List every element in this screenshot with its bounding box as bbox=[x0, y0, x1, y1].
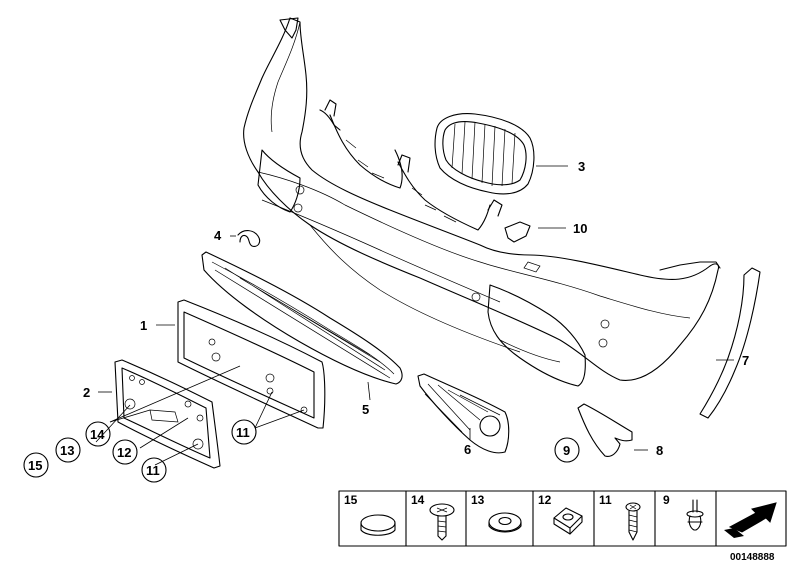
callout-7: 7 bbox=[742, 353, 749, 368]
plate-bracket bbox=[177, 299, 326, 429]
clip-part bbox=[237, 230, 261, 247]
callout-14: 13 bbox=[60, 443, 74, 458]
side-trim-strip bbox=[699, 267, 761, 419]
callouts: 3 10 4 1 2 5 6 7 8 11 14 12 13 15 11 9 bbox=[23, 159, 749, 483]
callout-12: 12 bbox=[117, 445, 131, 460]
bumper-cover bbox=[243, 17, 721, 387]
callout-15: 15 bbox=[28, 458, 42, 473]
tow-hook-cap bbox=[504, 221, 531, 243]
callout-3: 3 bbox=[578, 159, 585, 174]
direction-arrow-icon bbox=[724, 502, 777, 538]
kidney-grille bbox=[434, 113, 535, 195]
callout-11-upper: 11 bbox=[236, 425, 250, 440]
callout-5: 5 bbox=[362, 402, 369, 417]
plate-base bbox=[114, 359, 221, 469]
legend-label-15: 15 bbox=[344, 493, 358, 507]
legend-label-9: 9 bbox=[663, 493, 670, 507]
callout-6: 6 bbox=[464, 442, 471, 457]
legend-label-13: 13 bbox=[471, 493, 485, 507]
legend-label-14: 14 bbox=[411, 493, 425, 507]
fog-grille bbox=[417, 373, 510, 454]
callout-10: 10 bbox=[573, 221, 587, 236]
clip-icon bbox=[686, 499, 704, 531]
callout-8: 8 bbox=[656, 443, 663, 458]
square-nut-icon bbox=[553, 507, 583, 535]
washer-icon bbox=[488, 512, 522, 533]
callout-2: 2 bbox=[83, 385, 90, 400]
callout-4: 4 bbox=[214, 228, 222, 243]
plug-cap-icon bbox=[360, 514, 396, 536]
legend-label-12: 12 bbox=[538, 493, 552, 507]
legend-label-11: 11 bbox=[599, 493, 612, 507]
callout-11-lower: 11 bbox=[146, 463, 160, 478]
lower-grille bbox=[201, 251, 403, 385]
callout-9: 9 bbox=[563, 443, 570, 458]
corner-bracket bbox=[577, 403, 633, 457]
callout-13: 14 bbox=[90, 427, 105, 442]
expanding-rivet-icon bbox=[429, 503, 455, 541]
fastener-legend: 15 14 13 12 11 9 bbox=[338, 490, 787, 547]
leader-lines bbox=[95, 165, 734, 466]
document-number: 00148888 bbox=[730, 552, 775, 563]
screw-icon bbox=[625, 502, 641, 541]
callout-1: 1 bbox=[140, 318, 147, 333]
